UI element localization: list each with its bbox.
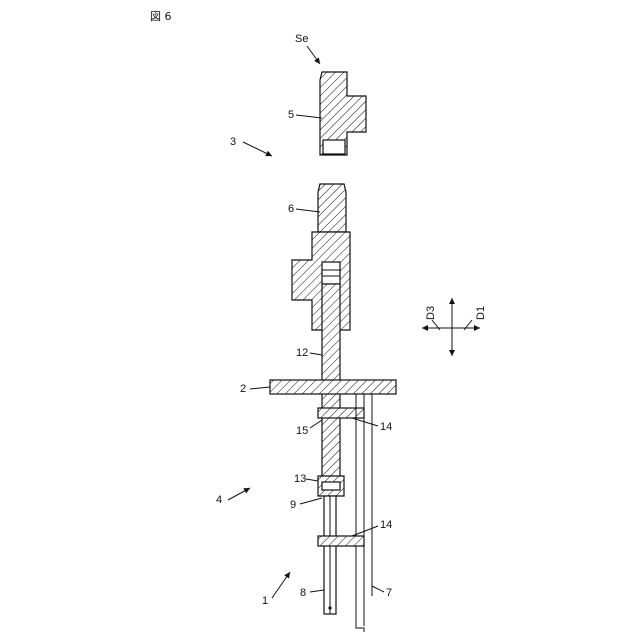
label-7: 7 (386, 587, 392, 599)
leader-2 (250, 387, 270, 389)
arrow-3 (243, 142, 272, 156)
clamp-bore (322, 262, 340, 284)
label-4: 4 (216, 494, 222, 506)
arrow-1 (272, 572, 290, 598)
leader-6 (296, 209, 320, 212)
leader-13 (306, 479, 318, 481)
part-5-notch (323, 140, 345, 154)
label-6: 6 (288, 203, 294, 215)
leader-12 (310, 353, 322, 355)
label-14-lower: 14 (380, 519, 392, 531)
leader-15 (310, 420, 322, 428)
arrow-4 (228, 488, 250, 500)
leader-5 (296, 115, 322, 118)
label-Se: Se (295, 33, 308, 45)
shaft-8-end-dot (328, 606, 331, 609)
leader-9 (300, 498, 322, 504)
label-3: 3 (230, 136, 236, 148)
label-8: 8 (300, 587, 306, 599)
label-13: 13 (294, 473, 306, 485)
label-12: 12 (296, 347, 308, 359)
label-15: 15 (296, 425, 308, 437)
leader-8 (310, 590, 324, 592)
nut-13-bore (322, 482, 340, 490)
spacer-14-upper (318, 408, 364, 418)
clamp-body (292, 232, 350, 330)
label-9: 9 (290, 499, 296, 511)
plate-2 (270, 380, 396, 394)
label-1: 1 (262, 595, 268, 607)
label-D3: D3 (425, 306, 437, 320)
label-14-upper: 14 (380, 421, 392, 433)
leader-7 (372, 586, 384, 592)
leader-Se (307, 46, 320, 64)
part-6-head (318, 184, 346, 232)
label-D1: D1 (475, 306, 487, 320)
label-2: 2 (240, 383, 246, 395)
figure-title: 図 6 (150, 10, 172, 23)
label-5: 5 (288, 109, 294, 121)
spacer-14-lower (318, 536, 364, 546)
